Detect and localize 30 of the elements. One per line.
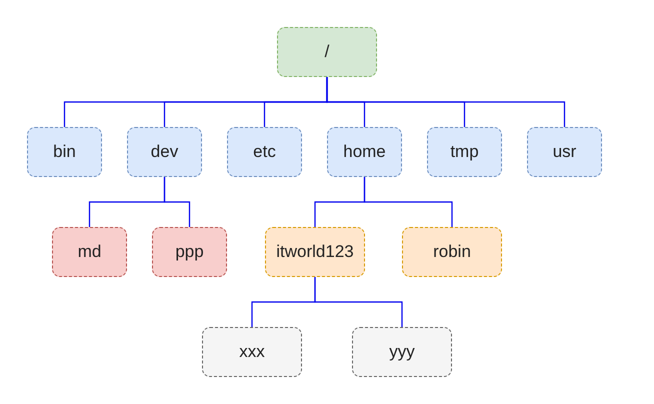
folder-box <box>352 327 452 377</box>
folder-box <box>27 127 102 177</box>
folder-box <box>427 127 502 177</box>
folder-box <box>52 227 127 277</box>
folder-box <box>402 227 502 277</box>
folder-name: etc <box>253 142 276 162</box>
folder-box <box>152 227 227 277</box>
connector-line <box>364 177 453 227</box>
folder-box <box>202 327 302 377</box>
folder-box <box>127 127 202 177</box>
folder-name: dev <box>150 142 178 162</box>
folder-box <box>327 127 402 177</box>
folder-name: xxx <box>239 342 265 362</box>
folder-name: home <box>343 142 386 162</box>
folder-name: tmp <box>450 142 479 162</box>
folder-name: usr <box>552 142 576 162</box>
connector-line <box>314 277 403 327</box>
folder-box <box>277 27 377 77</box>
folder-name: yyy <box>389 342 415 362</box>
folder-name: ppp <box>175 242 204 262</box>
folder-name: itworld123 <box>276 242 354 262</box>
folder-name: / <box>324 42 330 62</box>
connector-line <box>164 177 190 227</box>
connector-line <box>326 77 566 127</box>
folder-box <box>265 227 365 277</box>
folder-box <box>527 127 602 177</box>
folder-box <box>227 127 302 177</box>
folder-name: bin <box>53 142 76 162</box>
folder-name: robin <box>433 242 471 262</box>
folder-name: md <box>78 242 102 262</box>
